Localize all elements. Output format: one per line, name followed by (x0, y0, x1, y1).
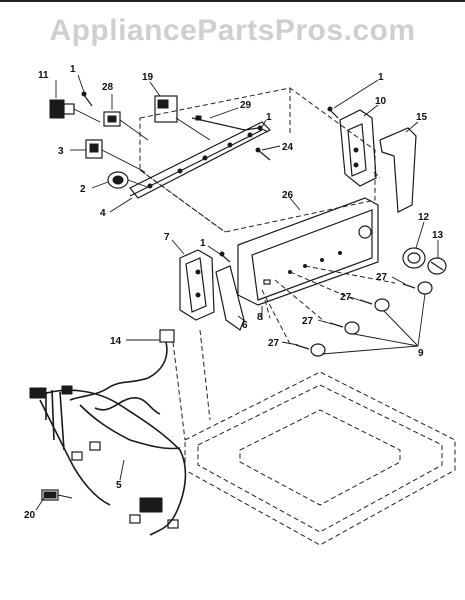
callout-27: 27 (302, 316, 314, 327)
screw-1-top-left (81, 91, 93, 107)
callout-6: 6 (242, 320, 248, 331)
callout-7: 7 (164, 232, 170, 243)
callout-13: 13 (432, 230, 444, 241)
console-panel-26 (237, 197, 379, 319)
callout-1: 1 (200, 238, 206, 249)
screw-1-right (327, 106, 339, 119)
callout-1: 1 (70, 64, 76, 75)
end-cap-trim-15 (379, 127, 417, 213)
end-cap-trim-6 (215, 265, 245, 331)
callout-2: 2 (80, 184, 86, 195)
callout-9-leaders (321, 293, 426, 355)
knob-9-b (359, 298, 390, 312)
timer-knob-13 (427, 257, 447, 275)
callout-4: 4 (100, 208, 106, 219)
screw-1-left (219, 251, 231, 263)
callout-29: 29 (240, 100, 252, 111)
end-cap-10 (339, 109, 377, 187)
screw-1-center (257, 125, 269, 133)
top-rule (0, 0, 465, 2)
callout-5: 5 (116, 480, 122, 491)
timer-knob-12 (402, 247, 426, 269)
knob-9-d (295, 343, 326, 357)
callout-3: 3 (58, 146, 64, 157)
knob-9-a (402, 281, 433, 295)
callout-9: 9 (418, 348, 424, 359)
screw-24 (255, 147, 271, 161)
knob-9-c (329, 321, 360, 335)
callout-28: 28 (102, 82, 114, 93)
watermark: AppliancePartsPros.com (49, 14, 416, 47)
control-bracket-4 (129, 121, 272, 199)
timer-19 (154, 95, 211, 141)
callout-27: 27 (268, 338, 280, 349)
callout-26: 26 (282, 190, 294, 201)
console-back-outline (139, 87, 376, 233)
switch-11 (49, 99, 101, 123)
callout-24: 24 (282, 142, 294, 153)
end-cap-7 (179, 249, 215, 321)
callout-20: 20 (24, 510, 36, 521)
knob-guide-lines (261, 265, 396, 345)
callout-12: 12 (418, 212, 430, 223)
callout-15: 15 (416, 112, 428, 123)
switch-28 (103, 111, 149, 141)
callout-27: 27 (376, 272, 388, 283)
callout-27: 27 (340, 292, 352, 303)
dashed-link-lines (172, 171, 381, 441)
wire-harness (29, 329, 187, 536)
connector-20 (41, 489, 73, 501)
callout-1: 1 (266, 112, 272, 123)
callout-10: 10 (375, 96, 387, 107)
callout-19: 19 (142, 72, 154, 83)
callout-11: 11 (38, 70, 49, 81)
callout-leaders (35, 74, 439, 511)
cabinet-top-outline (184, 371, 456, 546)
callout-labels: 11 1 28 19 29 1 1 10 15 3 24 2 26 4 12 1… (24, 64, 444, 521)
switch-2 (107, 171, 151, 189)
callout-14: 14 (110, 336, 122, 347)
callout-8: 8 (257, 312, 263, 323)
switch-3 (85, 139, 146, 173)
callout-1: 1 (378, 72, 384, 83)
screw-29 (191, 115, 259, 131)
